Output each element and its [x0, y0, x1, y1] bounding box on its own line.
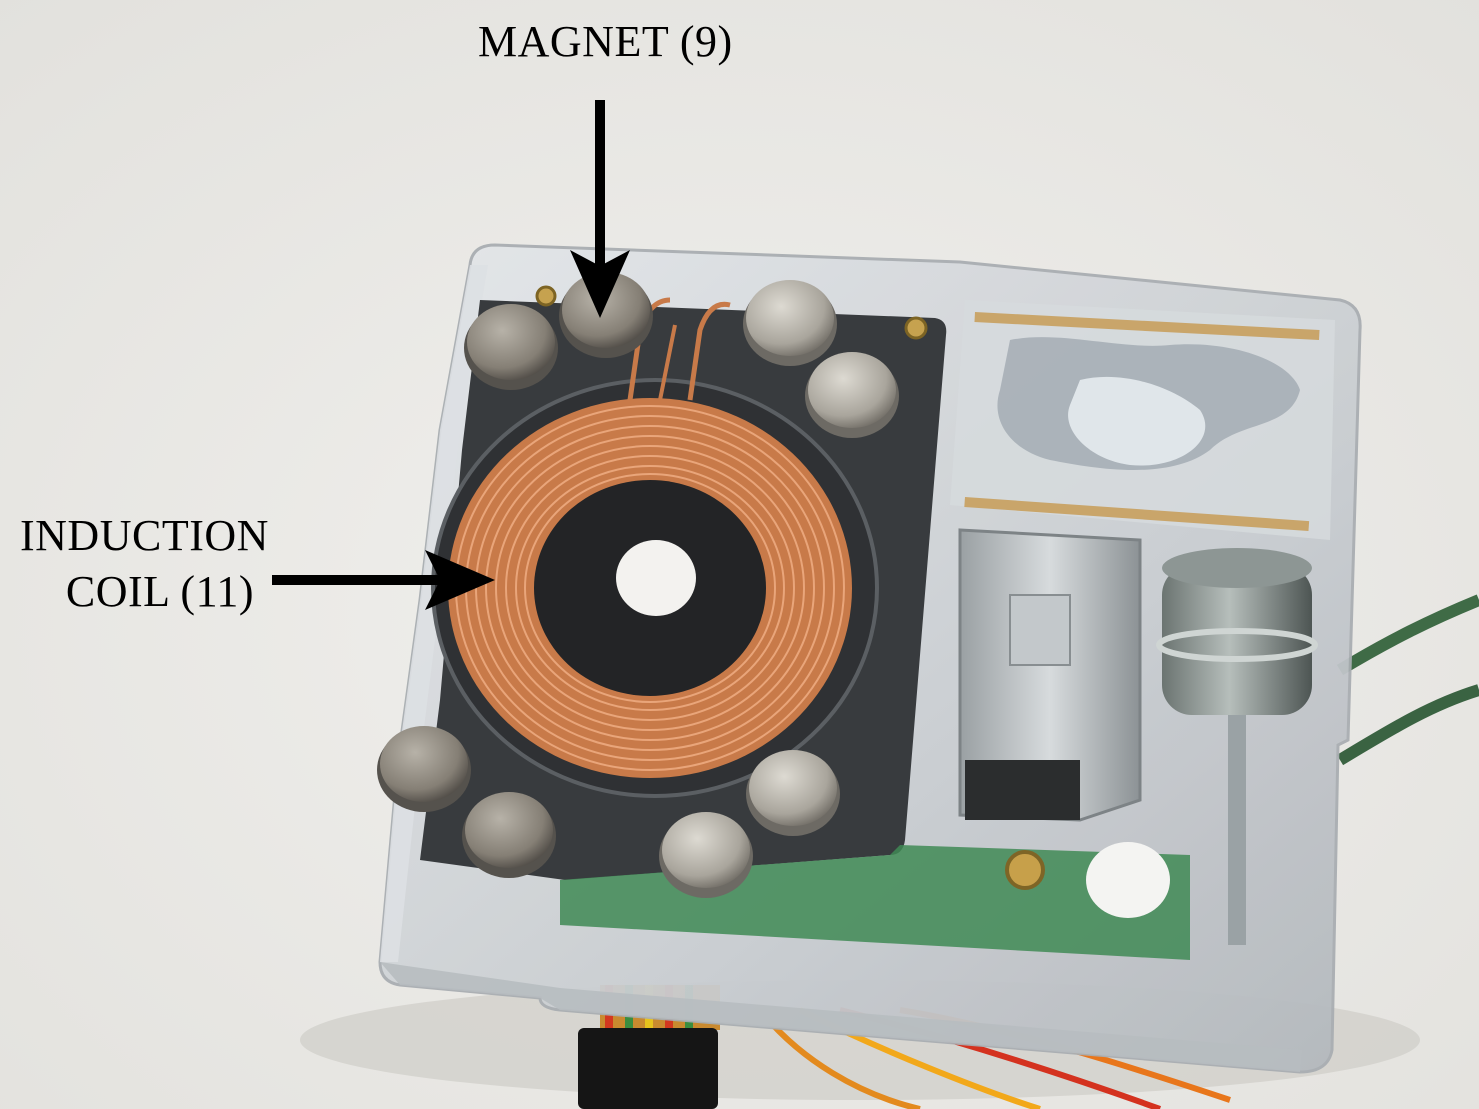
cylinder-ring — [1156, 628, 1318, 662]
green-wire-bottom — [1336, 684, 1479, 766]
cylinder-motor — [1162, 565, 1312, 715]
magnet-4 — [805, 352, 899, 438]
magnet-annotation: MAGNET (9) — [478, 17, 733, 66]
cylinder-shaft — [1228, 715, 1246, 945]
case-screw-right — [904, 316, 928, 340]
wood-strip-top — [974, 311, 1320, 341]
pcb-screw — [1005, 850, 1045, 890]
induction-coil-annotation: INDUCTION COIL (11) — [20, 508, 300, 620]
motor-base — [965, 760, 1080, 820]
magnet-1 — [464, 304, 558, 390]
wood-strip-bottom — [964, 497, 1310, 532]
magnet-5 — [377, 726, 471, 812]
cable-sleeve — [578, 1028, 718, 1109]
glue-blob — [1068, 376, 1206, 466]
coil-lead-2 — [687, 301, 731, 401]
pcb-white-pad — [1086, 842, 1170, 918]
coil-lead-3 — [658, 324, 677, 401]
induction-coil — [448, 398, 852, 778]
coil-annotation-line-2: COIL (11) — [65, 567, 255, 616]
green-wire-top — [1336, 594, 1479, 676]
magnet-8 — [746, 750, 840, 836]
arrow-right-icon — [272, 550, 495, 610]
magnet-6 — [462, 792, 556, 878]
magnet-2 — [559, 272, 653, 358]
magnet-7 — [659, 812, 753, 898]
motor-clip — [1009, 594, 1071, 666]
arrow-down-icon — [570, 100, 630, 318]
case-screw-left — [535, 285, 557, 307]
housing-front-edge — [380, 962, 1302, 1072]
magnet-3 — [743, 280, 837, 366]
coil-annotation-line-1: INDUCTION — [20, 511, 269, 560]
motor-body — [958, 528, 1142, 822]
cylinder-top — [1162, 548, 1312, 588]
